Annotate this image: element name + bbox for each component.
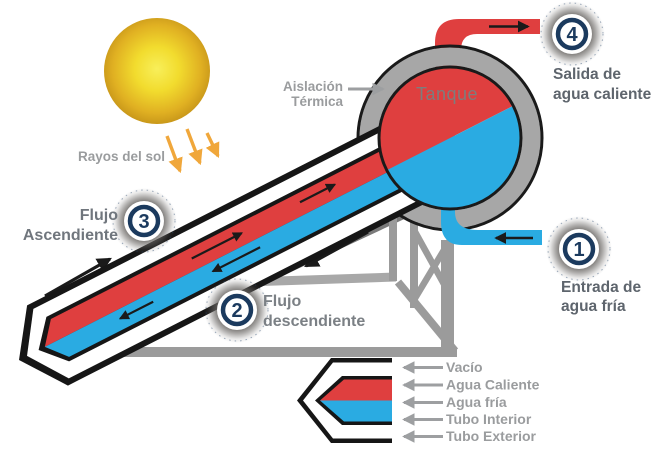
badge-dotted-ring — [205, 278, 269, 342]
badge-ring — [562, 232, 596, 266]
sun-circle — [104, 18, 210, 124]
insulation-label-line2: Térmica — [291, 94, 343, 109]
tube-cold-water-stripe — [44, 137, 465, 357]
tube-flow-arrows — [118, 183, 337, 320]
cross-brace-2 — [411, 238, 453, 302]
sun-rays-label: Rayos del sol — [78, 149, 165, 164]
cold-flow-arrow-icon — [118, 300, 154, 320]
badge-number: 2 — [231, 300, 242, 322]
cold-flow-arrow-icon — [211, 246, 261, 273]
sun-ray-icon — [165, 135, 183, 174]
step3-label-line1: Flujo — [80, 207, 118, 224]
sun-ray-icon — [205, 132, 220, 159]
step-badge-4: 4 Salida de agua caliente — [539, 1, 652, 103]
badge-ring — [555, 17, 589, 51]
legend-item-agua-fria: Agua fría — [446, 394, 507, 410]
legend-item-tubo-interior: Tubo Interior — [446, 411, 532, 427]
diagonal-brace — [394, 279, 459, 354]
step2-label-line2: descendiente — [263, 313, 365, 330]
step-badge-1: 1 Entrada de agua fría — [546, 216, 641, 315]
badge-dotted-ring — [547, 217, 611, 281]
badge-dotted-ring — [112, 189, 176, 253]
step-badge-2: 2 Flujo descendiente — [204, 277, 365, 343]
step2-label-line1: Flujo — [263, 293, 301, 310]
badge-dotted-ring — [540, 2, 604, 66]
tank-hot-half — [378, 66, 514, 171]
step1-label-line2: agua fría — [561, 298, 626, 315]
legend-item-vacio: Vacío — [446, 359, 483, 375]
step4-label-line1: Salida de — [553, 66, 621, 83]
badge-number: 1 — [573, 239, 584, 261]
tank-cold-half — [386, 105, 522, 210]
legend-pointer-arrows — [402, 361, 443, 443]
sun-ray-icon — [185, 128, 203, 166]
insulation-label-line1: Aislación — [283, 79, 343, 94]
tube-hot-water-stripe — [44, 117, 456, 347]
tube-cross-section-legend: Vacío Agua Caliente Agua fría Tubo Inter… — [297, 358, 540, 444]
insulation-callout: Aislación Térmica — [283, 79, 385, 109]
sun: Rayos del sol — [78, 18, 220, 174]
collector-tube — [19, 97, 477, 386]
tank-label: Tanque — [416, 84, 478, 104]
hot-outlet-pipe — [435, 19, 540, 75]
hot-flow-arrow-icon — [191, 232, 244, 260]
sun-rays — [165, 128, 220, 174]
step3-label-line2: Ascendiente — [23, 227, 118, 244]
tank-outline — [377, 65, 523, 211]
step1-label-line1: Entrada de — [561, 279, 641, 296]
badge-ring — [220, 293, 254, 327]
step-badge-3: 3 Flujo Ascendiente — [23, 188, 177, 254]
tank-body: Tanque — [377, 65, 523, 211]
cross-brace-1 — [411, 228, 453, 297]
legend-cold-water — [320, 400, 392, 422]
badge-number: 4 — [566, 24, 578, 46]
hot-flow-arrow-icon — [299, 183, 337, 204]
legend-item-tubo-exterior: Tubo Exterior — [446, 428, 537, 444]
badge-ring — [127, 204, 161, 238]
ascending-flow-arrow-icon — [44, 257, 112, 298]
badge-number: 3 — [138, 211, 149, 233]
legend-item-agua-caliente: Agua Caliente — [446, 377, 540, 393]
cold-inlet-pipe — [441, 198, 542, 245]
step4-label-line2: agua caliente — [553, 86, 652, 103]
legend-hot-water — [320, 379, 392, 401]
